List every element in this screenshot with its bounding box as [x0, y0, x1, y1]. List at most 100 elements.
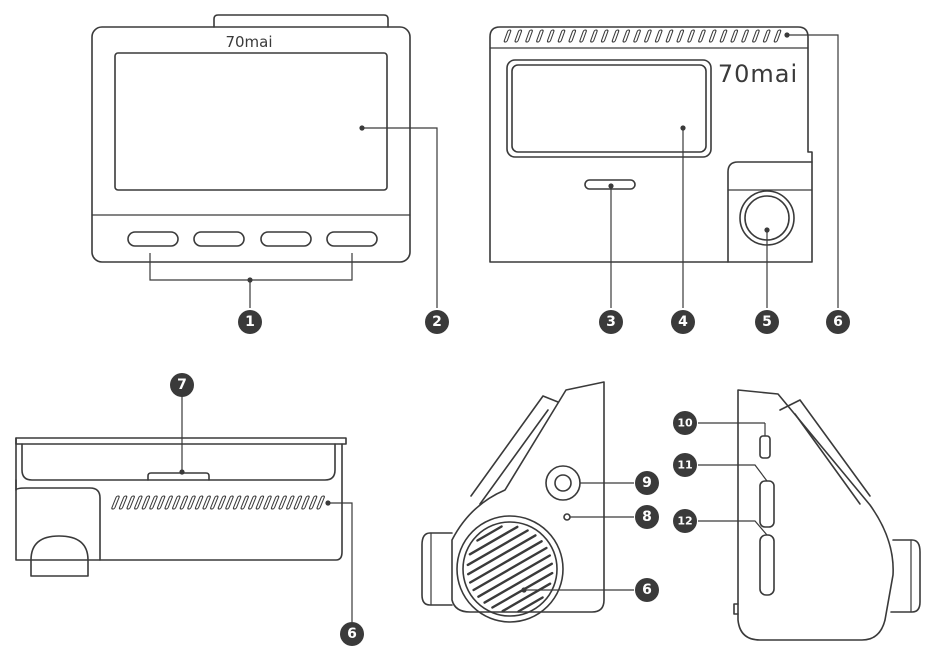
back-vents-slot [644, 29, 652, 43]
speaker-grille-bar [467, 534, 537, 576]
back-vents-slot [752, 29, 760, 43]
bottom-vents-slot [118, 495, 128, 510]
callout-10-label: 10 [677, 417, 693, 430]
bottom-vents-slot [172, 495, 181, 510]
callout-12-leader [698, 520, 768, 536]
back-body [489, 26, 813, 263]
right-port-12 [759, 534, 775, 596]
bottom-vents-slot [111, 495, 120, 510]
back-vents-slot [708, 29, 717, 43]
back-vents-slot [611, 29, 620, 43]
speaker-grille-bar [476, 525, 503, 542]
bottom-vents-slot [232, 495, 242, 510]
back-vents-slot [665, 29, 674, 43]
callout-6-top-leader [787, 34, 839, 308]
callout-badge-5: 5 [755, 310, 779, 334]
bottom-vents-slot [301, 495, 310, 510]
callout-11-leader [698, 464, 768, 482]
bottom-vents-slot [263, 495, 272, 510]
bottom-tray [21, 443, 336, 481]
callout-6-bottom-leader [328, 502, 353, 622]
right-side-cap [890, 539, 921, 613]
speaker-grille-bar [477, 554, 551, 598]
speaker-grille-bar [483, 562, 553, 604]
bottom-vents-slot [278, 495, 287, 510]
callout-badge-6-side: 6 [635, 578, 659, 602]
back-vents-slot [719, 29, 728, 43]
bottom-vents-slot [255, 495, 265, 510]
back-vents-slot [730, 29, 739, 43]
callout-2-leader [362, 127, 438, 308]
bottom-vents-slot [217, 495, 227, 510]
front-brand-logo: 70mai [225, 33, 272, 51]
bottom-vents-slot [164, 495, 173, 510]
callout-badge-8: 8 [635, 505, 659, 529]
back-vents-slot [579, 29, 587, 43]
callout-badge-11: 11 [673, 453, 697, 477]
left-body [451, 381, 605, 613]
speaker-grille-bar [466, 529, 529, 567]
left-port-9-outer [545, 465, 581, 501]
bottom-vents-slot [293, 495, 303, 510]
callout-badge-6-bottom: 6 [340, 622, 364, 646]
callout-badge-10: 10 [673, 411, 697, 435]
back-vents-slot [633, 29, 641, 43]
right-port-10 [759, 435, 771, 459]
callout-9-label: 9 [642, 475, 652, 491]
back-vents-slot [622, 29, 631, 43]
front-button-4 [326, 231, 378, 247]
back-vents [503, 29, 782, 43]
callout-8-label: 8 [642, 509, 652, 525]
callout-badge-6-top: 6 [826, 310, 850, 334]
callout-badge-1: 1 [238, 310, 262, 334]
bottom-vents-slot [248, 495, 257, 510]
speaker-grille-bar [517, 596, 544, 613]
back-window-inner [511, 64, 707, 153]
back-vents-slot [514, 29, 523, 43]
left-port-9-inner [554, 474, 572, 492]
back-window-outer [506, 59, 712, 158]
front-button-2 [193, 231, 245, 247]
callout-4-label: 4 [678, 314, 688, 330]
callout-6-bottom-label: 6 [347, 626, 357, 642]
back-vents-slot [698, 29, 706, 43]
back-vents-slot [600, 29, 609, 43]
right-port-11 [759, 480, 775, 528]
right-notch [733, 603, 739, 615]
bottom-vents-slot [141, 495, 151, 510]
back-vents-slot [557, 29, 566, 43]
callout-11-label: 11 [677, 459, 692, 472]
front-button-1 [127, 231, 179, 247]
left-mic-8 [563, 513, 571, 521]
front-screen [114, 52, 388, 191]
bottom-vents-slot [210, 495, 219, 510]
front-mount-tab [213, 14, 389, 28]
back-vents-slot [568, 29, 577, 43]
callout-6-top-label: 6 [833, 314, 843, 330]
callout-badge-4: 4 [671, 310, 695, 334]
speaker-grille [466, 525, 554, 613]
callout-badge-9: 9 [635, 471, 659, 495]
bottom-mount-dome [30, 535, 89, 577]
bottom-vents-slot [316, 495, 325, 510]
right-mount-rail-outer [779, 399, 871, 497]
left-side-cap [421, 532, 453, 606]
bottom-vents-slot [126, 495, 135, 510]
back-vents-slot [536, 29, 544, 43]
back-vents-slot [503, 29, 512, 43]
back-view: 70mai [489, 26, 839, 308]
back-vents-slot [590, 29, 598, 43]
bottom-vents-slot [179, 495, 189, 510]
callout-12-label: 12 [677, 515, 692, 528]
callout-2-label: 2 [432, 314, 442, 330]
right-mount-rail-inner [794, 413, 861, 505]
bottom-rim [15, 437, 347, 445]
back-vents-slot [546, 29, 555, 43]
bottom-vents-slot [225, 495, 234, 510]
back-vents-slot [773, 29, 782, 43]
back-lens-housing [727, 161, 813, 263]
front-view: 70mai [91, 14, 438, 308]
left-side-view [421, 381, 634, 623]
